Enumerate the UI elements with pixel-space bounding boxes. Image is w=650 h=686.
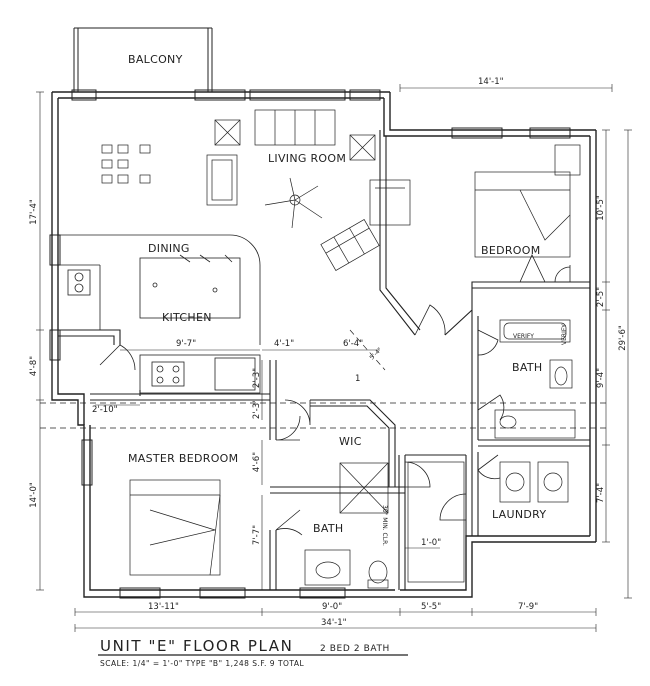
dim-right-b: 2'-5": [596, 287, 606, 307]
shower-clearance-label: 30" MIN. CLR.: [381, 505, 388, 546]
living-room-furniture: [101, 109, 411, 271]
plan-scale-line: SCALE: 1/4" = 1'-0" TYPE "B" 1,248 S.F. …: [100, 659, 305, 668]
dining-label: DINING: [148, 242, 190, 255]
balcony-outline: [73, 27, 213, 92]
dim-7-7: 7'-7": [252, 525, 262, 545]
door-swings: [99, 254, 571, 536]
dim-4-1: 4'-1": [274, 339, 294, 349]
section-marker: 1: [355, 374, 360, 384]
dim-kitchen-width: 9'-7": [176, 339, 196, 349]
bedroom-label: BEDROOM: [481, 244, 541, 257]
dim-right-c: 9'-4": [596, 368, 606, 388]
plan-subtitle: 2 BED 2 BATH: [320, 644, 390, 654]
plan-title: UNIT "E" FLOOR PLAN: [100, 637, 293, 655]
dim-bottom-4: 7'-9": [518, 602, 538, 612]
master-bedroom-furniture: [129, 479, 221, 576]
balcony-label: BALCONY: [128, 53, 183, 66]
dim-2-3-b: 2'-3": [252, 399, 262, 419]
bedroom-furniture: [474, 144, 581, 258]
dimension-lines: [36, 84, 632, 632]
exterior-walls: [51, 91, 597, 598]
dim-2-10: 2'-10": [92, 405, 118, 415]
laundry-fixtures: [407, 461, 569, 583]
dim-bottom-3: 5'-5": [421, 602, 441, 612]
dim-right-d: 7'-4": [596, 483, 606, 503]
dim-6-4: 6'-4": [343, 339, 363, 349]
dashed-lines: [40, 329, 610, 429]
dim-4-6: 4'-6": [252, 452, 262, 472]
dim-bottom-2: 9'-0": [322, 602, 342, 612]
master-bath-fixtures: [304, 462, 389, 589]
dim-right-a: 10'-5": [596, 195, 606, 221]
kitchen-label: KITCHEN: [162, 311, 212, 324]
dim-5-4: 5'-4": [368, 346, 383, 361]
dining-table: [101, 144, 151, 184]
dim-bottom-1: 13'-11": [148, 602, 179, 612]
interior-walls: [58, 130, 590, 590]
wic-label: WIC: [339, 435, 362, 448]
verify-label-2: VERIFY: [561, 324, 568, 345]
bath2-label: BATH: [313, 522, 343, 535]
verify-label-1: VERIFY: [513, 333, 534, 340]
dim-top: 14'-1": [478, 77, 504, 87]
dim-bottom-total: 34'-1": [321, 618, 347, 628]
dim-right-total: 29'-6": [618, 325, 628, 351]
dim-left-lower: 14'-0": [29, 482, 39, 508]
dim-2-3-a: 2'-3": [252, 368, 262, 388]
laundry-label: LAUNDRY: [492, 508, 546, 521]
dim-left-upper: 17'-4": [29, 199, 39, 225]
bath1-fixtures: [494, 319, 576, 439]
ceiling-fan: [264, 177, 323, 229]
kitchen-fixtures: [58, 234, 261, 394]
windows: [49, 89, 571, 599]
bath1-label: BATH: [512, 361, 542, 374]
living-room-label: LIVING ROOM: [268, 152, 346, 165]
master-bedroom-label: MASTER BEDROOM: [128, 452, 238, 465]
dim-1-0: 1'-0": [421, 538, 441, 548]
dim-left-mid: 4'-8": [29, 356, 39, 376]
